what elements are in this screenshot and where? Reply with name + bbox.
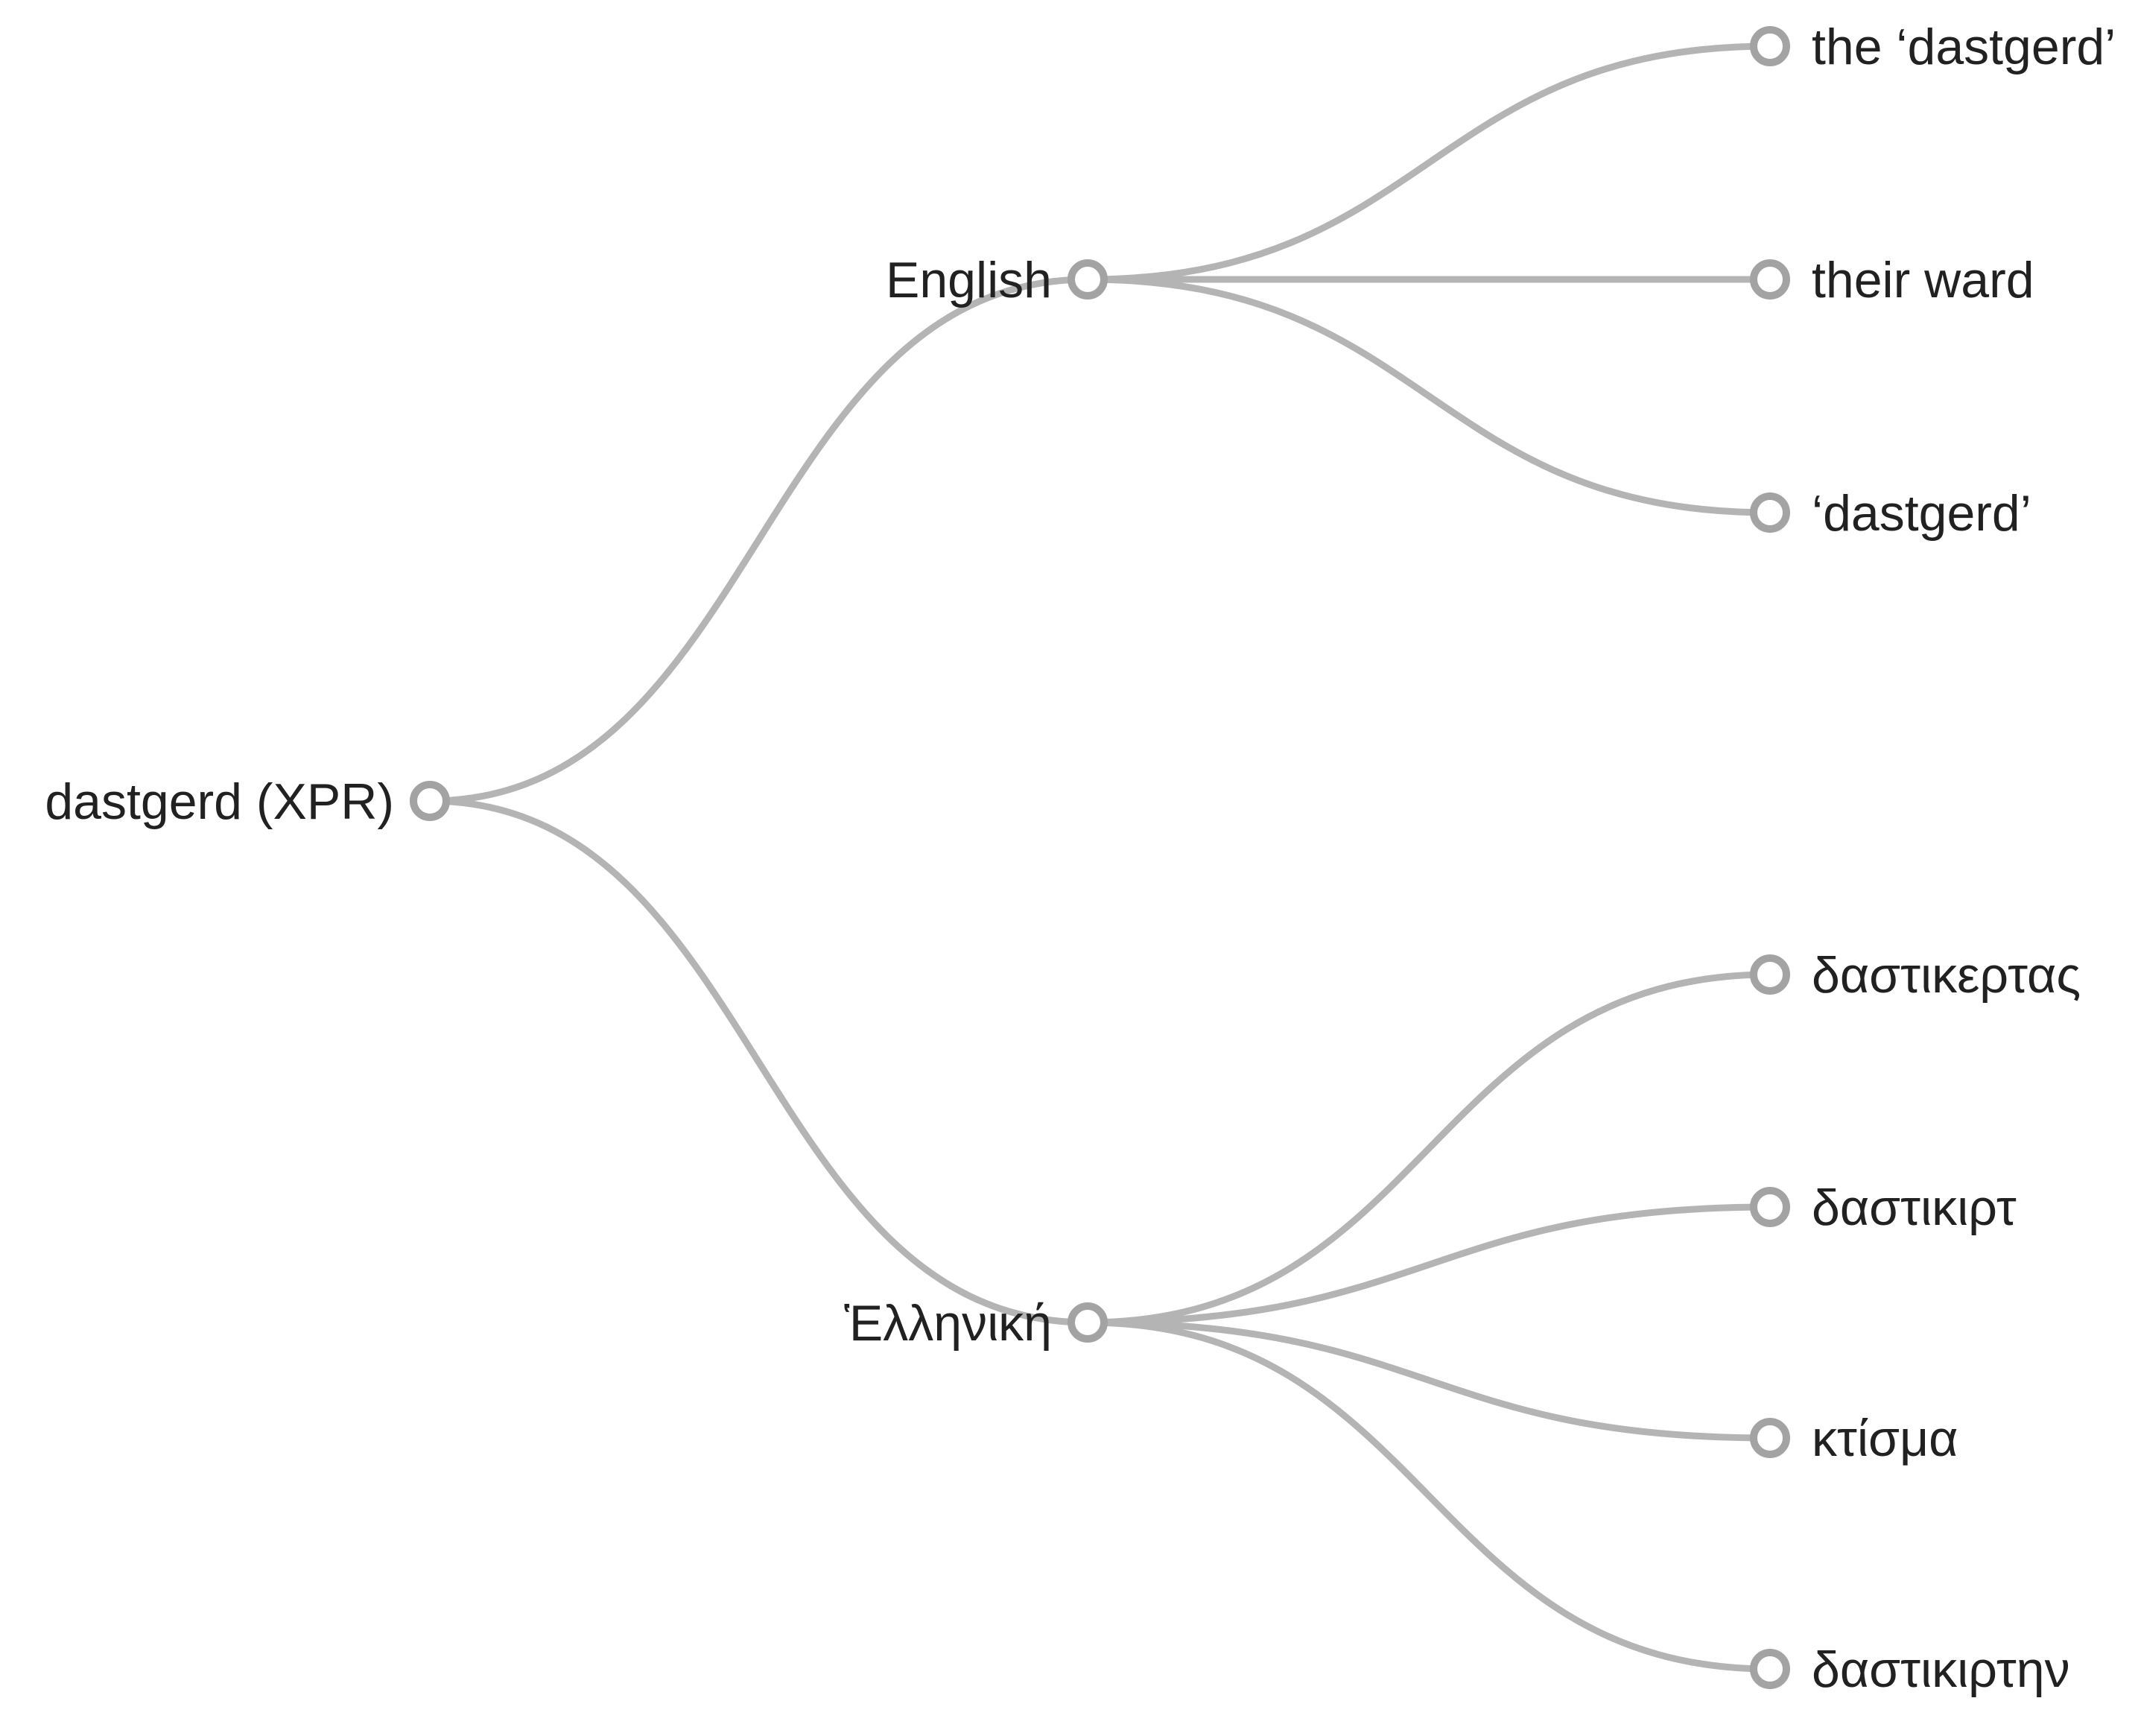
tree-node-leaf-dastgerd-quoted: ‘dastgerd’: [1750, 485, 2031, 542]
tree-link-greek-to-child-2: [1087, 1203, 1771, 1326]
tree-links: [429, 42, 1771, 1673]
tree-node-leaf-their-ward: their ward: [1750, 252, 2034, 308]
tree-node-root: dastgerd (XPR): [45, 773, 450, 830]
node-circle-root[interactable]: [410, 781, 450, 821]
node-label-root: dastgerd (XPR): [45, 773, 394, 830]
node-circle-leaf-dastikertas[interactable]: [1750, 954, 1790, 995]
tree-nodes: dastgerd (XPR) English Ἑλληνική the ‘das…: [45, 19, 2116, 1698]
tree-link-english-to-child-3: [1087, 276, 1771, 516]
tree-node-leaf-the-dastgerd: the ‘dastgerd’: [1750, 19, 2116, 75]
node-circle-leaf-dastikirtin[interactable]: [1750, 1649, 1790, 1689]
node-label-leaf-the-dastgerd: the ‘dastgerd’: [1812, 19, 2116, 75]
tree-link-root-to-english: [429, 276, 1088, 805]
tree-node-english: English: [886, 252, 1108, 308]
node-circle-leaf-ktisma[interactable]: [1750, 1418, 1790, 1458]
node-circle-leaf-dastgerd-quoted[interactable]: [1750, 492, 1790, 533]
tree-link-english-to-child-1: [1087, 42, 1771, 283]
node-label-leaf-their-ward: their ward: [1812, 252, 2034, 308]
tree-node-leaf-dastikirtin: δαστικιρτην: [1750, 1641, 2070, 1698]
node-circle-leaf-dastikirt[interactable]: [1750, 1187, 1790, 1227]
node-label-leaf-dastikirtin: δαστικιρτην: [1812, 1641, 2070, 1698]
tree-node-leaf-ktisma: κτίσμα: [1750, 1410, 1958, 1467]
tree-node-greek: Ἑλληνική: [844, 1295, 1108, 1352]
tree-link-root-to-greek: [429, 797, 1088, 1326]
tree-node-leaf-dastikertas: δαστικερτας: [1750, 947, 2081, 1004]
node-label-leaf-dastikertas: δαστικερτας: [1812, 947, 2081, 1004]
tree-link-greek-to-child-3: [1087, 1319, 1771, 1442]
tree-link-greek-to-child-1: [1087, 971, 1771, 1326]
node-label-leaf-dastgerd-quoted: ‘dastgerd’: [1812, 485, 2031, 542]
node-circle-leaf-their-ward[interactable]: [1750, 259, 1790, 300]
node-label-greek: Ἑλληνική: [844, 1295, 1052, 1352]
node-label-english: English: [886, 252, 1052, 308]
node-label-leaf-ktisma: κτίσμα: [1812, 1410, 1958, 1467]
tree-node-leaf-dastikirt: δαστικιρτ: [1750, 1179, 2017, 1236]
node-circle-greek[interactable]: [1068, 1302, 1108, 1343]
node-circle-english[interactable]: [1068, 259, 1108, 300]
node-label-leaf-dastikirt: δαστικιρτ: [1812, 1179, 2017, 1236]
tree-link-greek-to-child-4: [1087, 1319, 1771, 1673]
node-circle-leaf-the-dastgerd[interactable]: [1750, 26, 1790, 66]
